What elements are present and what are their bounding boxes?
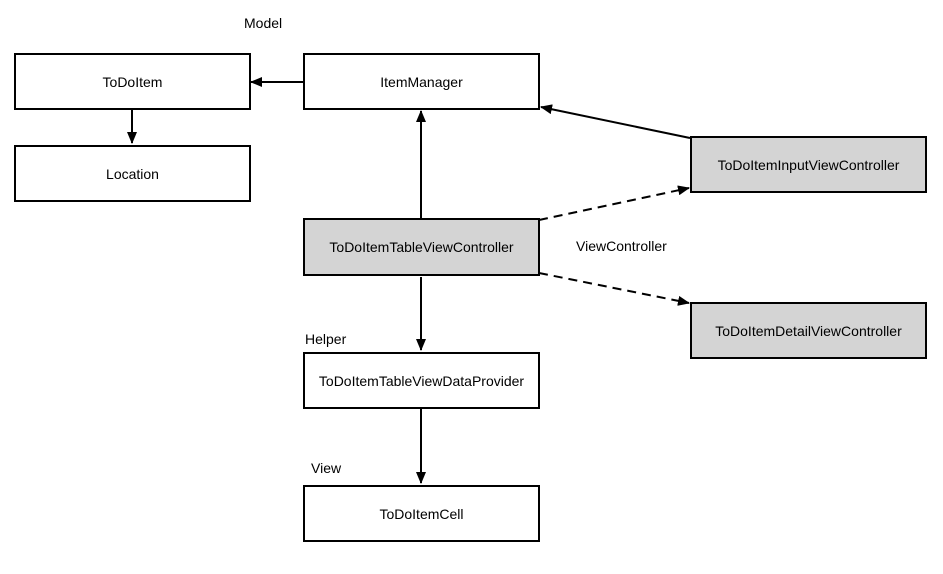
location-node: Location xyxy=(14,145,251,202)
todoitem-node: ToDoItem xyxy=(14,53,251,110)
inputviewcontroller-node: ToDoItemInputViewController xyxy=(690,136,927,193)
tableviewcontroller-node: ToDoItemTableViewController xyxy=(303,218,540,276)
todoitemcell-node: ToDoItemCell xyxy=(303,485,540,542)
helper-group-label: Helper xyxy=(305,331,347,347)
edge-tablevc-to-detailvc xyxy=(538,272,690,306)
edge-inputvc-to-itemmanager xyxy=(540,104,691,139)
view-group-label: View xyxy=(311,460,342,476)
itemmanager-node: ItemManager xyxy=(303,53,540,110)
detailviewcontroller-node: ToDoItemDetailViewController xyxy=(690,302,927,359)
edge-tablevc-to-inputvc xyxy=(538,185,690,221)
model-group-label: Model xyxy=(244,15,283,31)
dataprovider-node: ToDoItemTableViewDataProvider xyxy=(303,352,540,409)
viewcontroller-group-label: ViewController xyxy=(576,238,667,254)
